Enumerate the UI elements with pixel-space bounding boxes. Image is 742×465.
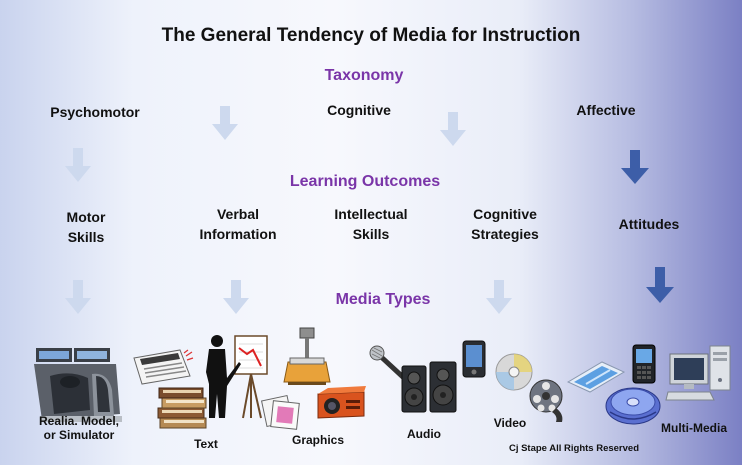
page-title: The General Tendency of Media for Instru… [161,25,581,46]
down-arrow-icon [646,267,674,303]
caption-line: Realia. Model, [38,414,120,428]
down-arrow-icon [486,280,512,314]
heading-taxonomy: Taxonomy [324,67,404,84]
copyright-notice: Cj Stape All Rights Reserved [508,443,639,454]
outcome-line: Verbal [216,206,260,222]
outcome-motor-skills: Motor Skills [46,207,126,247]
books-icon [156,386,210,430]
caption-audio: Audio [407,427,441,441]
microphone-icon [368,345,408,381]
down-arrow-icon [440,112,466,146]
caption-video: Video [493,416,527,430]
down-arrow-icon [212,106,238,140]
outcome-verbal-information: Verbal Information [183,204,293,244]
outcome-cognitive-strategies: Cognitive Strategies [450,204,560,244]
outcome-line: Intellectual [334,206,408,222]
down-arrow-icon [65,148,91,182]
simulator-icon [30,346,125,424]
heading-media-types: Media Types [335,291,431,308]
speakers-icon [400,361,460,414]
down-arrow-icon [621,150,649,184]
down-arrow-icon [223,280,249,314]
outcome-line: Information [199,226,277,242]
taxonomy-cognitive: Cognitive [327,102,391,118]
caption-multimedia: Multi-Media [661,421,727,435]
outcome-line: Cognitive [473,206,537,222]
caption-graphics: Graphics [291,433,345,447]
outcome-line: Skills [352,226,390,242]
caption-line: or Simulator [43,428,115,442]
taxonomy-psychomotor: Psychomotor [50,104,140,120]
desktop-computer-icon [665,344,734,402]
caption-text: Text [194,437,218,451]
down-arrow-icon [65,280,91,314]
overhead-projector-icon [283,326,331,386]
caption-realia: Realia. Model, or Simulator [32,414,126,442]
picture-cards-icon [260,394,302,432]
film-reel-icon [526,378,566,422]
mobile-phone-icon [462,340,486,378]
taxonomy-affective: Affective [576,102,636,118]
newspaper-icon [132,349,194,385]
presenter-icon [203,332,273,420]
cell-phone-icon [632,344,656,384]
outcome-attitudes: Attitudes [618,216,680,232]
outcome-line: Motor [66,209,106,225]
disc-icon [494,352,534,392]
outcome-intellectual-skills: Intellectual Skills [316,204,426,244]
cd-player-icon [604,382,662,426]
outcome-line: Skills [67,229,105,245]
outcome-line: Strategies [471,226,539,242]
projector-icon [316,386,366,420]
heading-learning-outcomes: Learning Outcomes [289,173,441,190]
tablet-icon [566,360,626,394]
